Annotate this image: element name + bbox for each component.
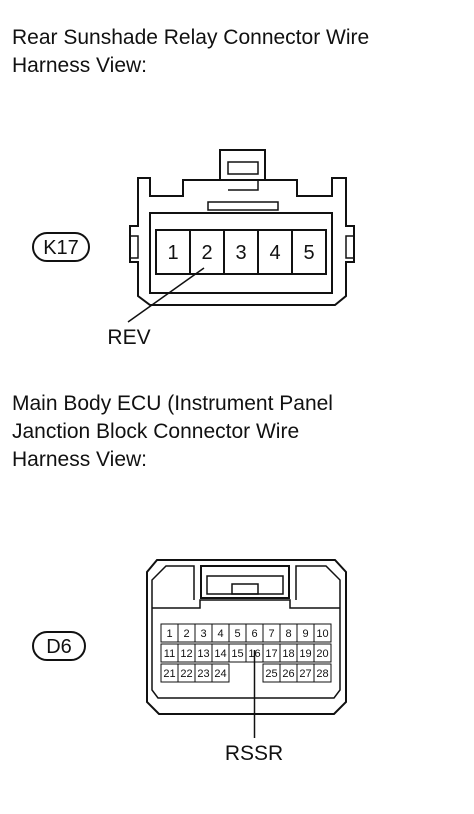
heading-line: Main Body ECU (Instrument Panel [12,392,333,415]
d6-pin-9: 9 [302,628,308,640]
d6-pin-8: 8 [285,628,291,640]
d6-pin-21: 21 [163,668,175,680]
d6-pin-4: 4 [217,628,223,640]
k17-pin-5: 5 [303,242,314,264]
k17-pin-1: 1 [167,242,178,264]
d6-pin-17: 17 [265,648,277,660]
d6-pin-15: 15 [231,648,243,660]
rev-leader-line [127,267,205,323]
d6-pin-6: 6 [251,628,257,640]
d6-pin-14: 14 [214,648,226,660]
k17-pin-4: 4 [269,242,280,264]
d6-pin-labels: 1 2 3 4 5 6 7 8 9 10 11 12 13 14 15 16 1… [163,628,328,680]
heading-line: Janction Block Connector Wire [12,420,300,443]
d6-pin-3: 3 [200,628,206,640]
k17-pin-2: 2 [201,242,212,264]
rssr-label: RSSR [225,742,283,765]
rev-label: REV [107,326,150,349]
k17-code-badge: K17 [32,232,90,262]
d6-pin-12: 12 [180,648,192,660]
k17-connector [129,149,355,306]
d6-pin-25: 25 [265,668,277,680]
d6-pin-2: 2 [183,628,189,640]
d6-pin-5: 5 [234,628,240,640]
d6-pin-7: 7 [268,628,274,640]
heading-line: Harness View: [12,54,148,77]
d6-pin-11: 11 [164,648,175,660]
d6-connector [146,559,347,715]
k17-pins: 1 2 3 4 5 [167,242,314,264]
d6-pin-27: 27 [299,668,311,680]
d6-pin-26: 26 [282,668,294,680]
d6-pin-24: 24 [214,668,226,680]
d6-pin-22: 22 [180,668,192,680]
d6-pin-20: 20 [316,648,328,660]
d6-pin-19: 19 [299,648,311,660]
rear-sunshade-relay-heading: Rear Sunshade Relay Connector Wire Harne… [12,24,369,80]
heading-line: Rear Sunshade Relay Connector Wire [12,26,370,49]
d6-pin-28: 28 [316,668,328,680]
d6-pin-18: 18 [282,648,294,660]
d6-pin-1: 1 [166,628,172,640]
d6-code: D6 [46,636,72,658]
d6-pin-10: 10 [316,628,328,640]
heading-line: Harness View: [12,448,148,471]
main-body-ecu-heading: Main Body ECU (Instrument Panel Janction… [12,390,333,474]
k17-code: K17 [43,237,79,259]
d6-pin-23: 23 [197,668,209,680]
d6-code-badge: D6 [32,631,86,661]
d6-pin-13: 13 [197,648,209,660]
k17-pin-3: 3 [235,242,246,264]
d6-pin-grid [160,623,332,683]
